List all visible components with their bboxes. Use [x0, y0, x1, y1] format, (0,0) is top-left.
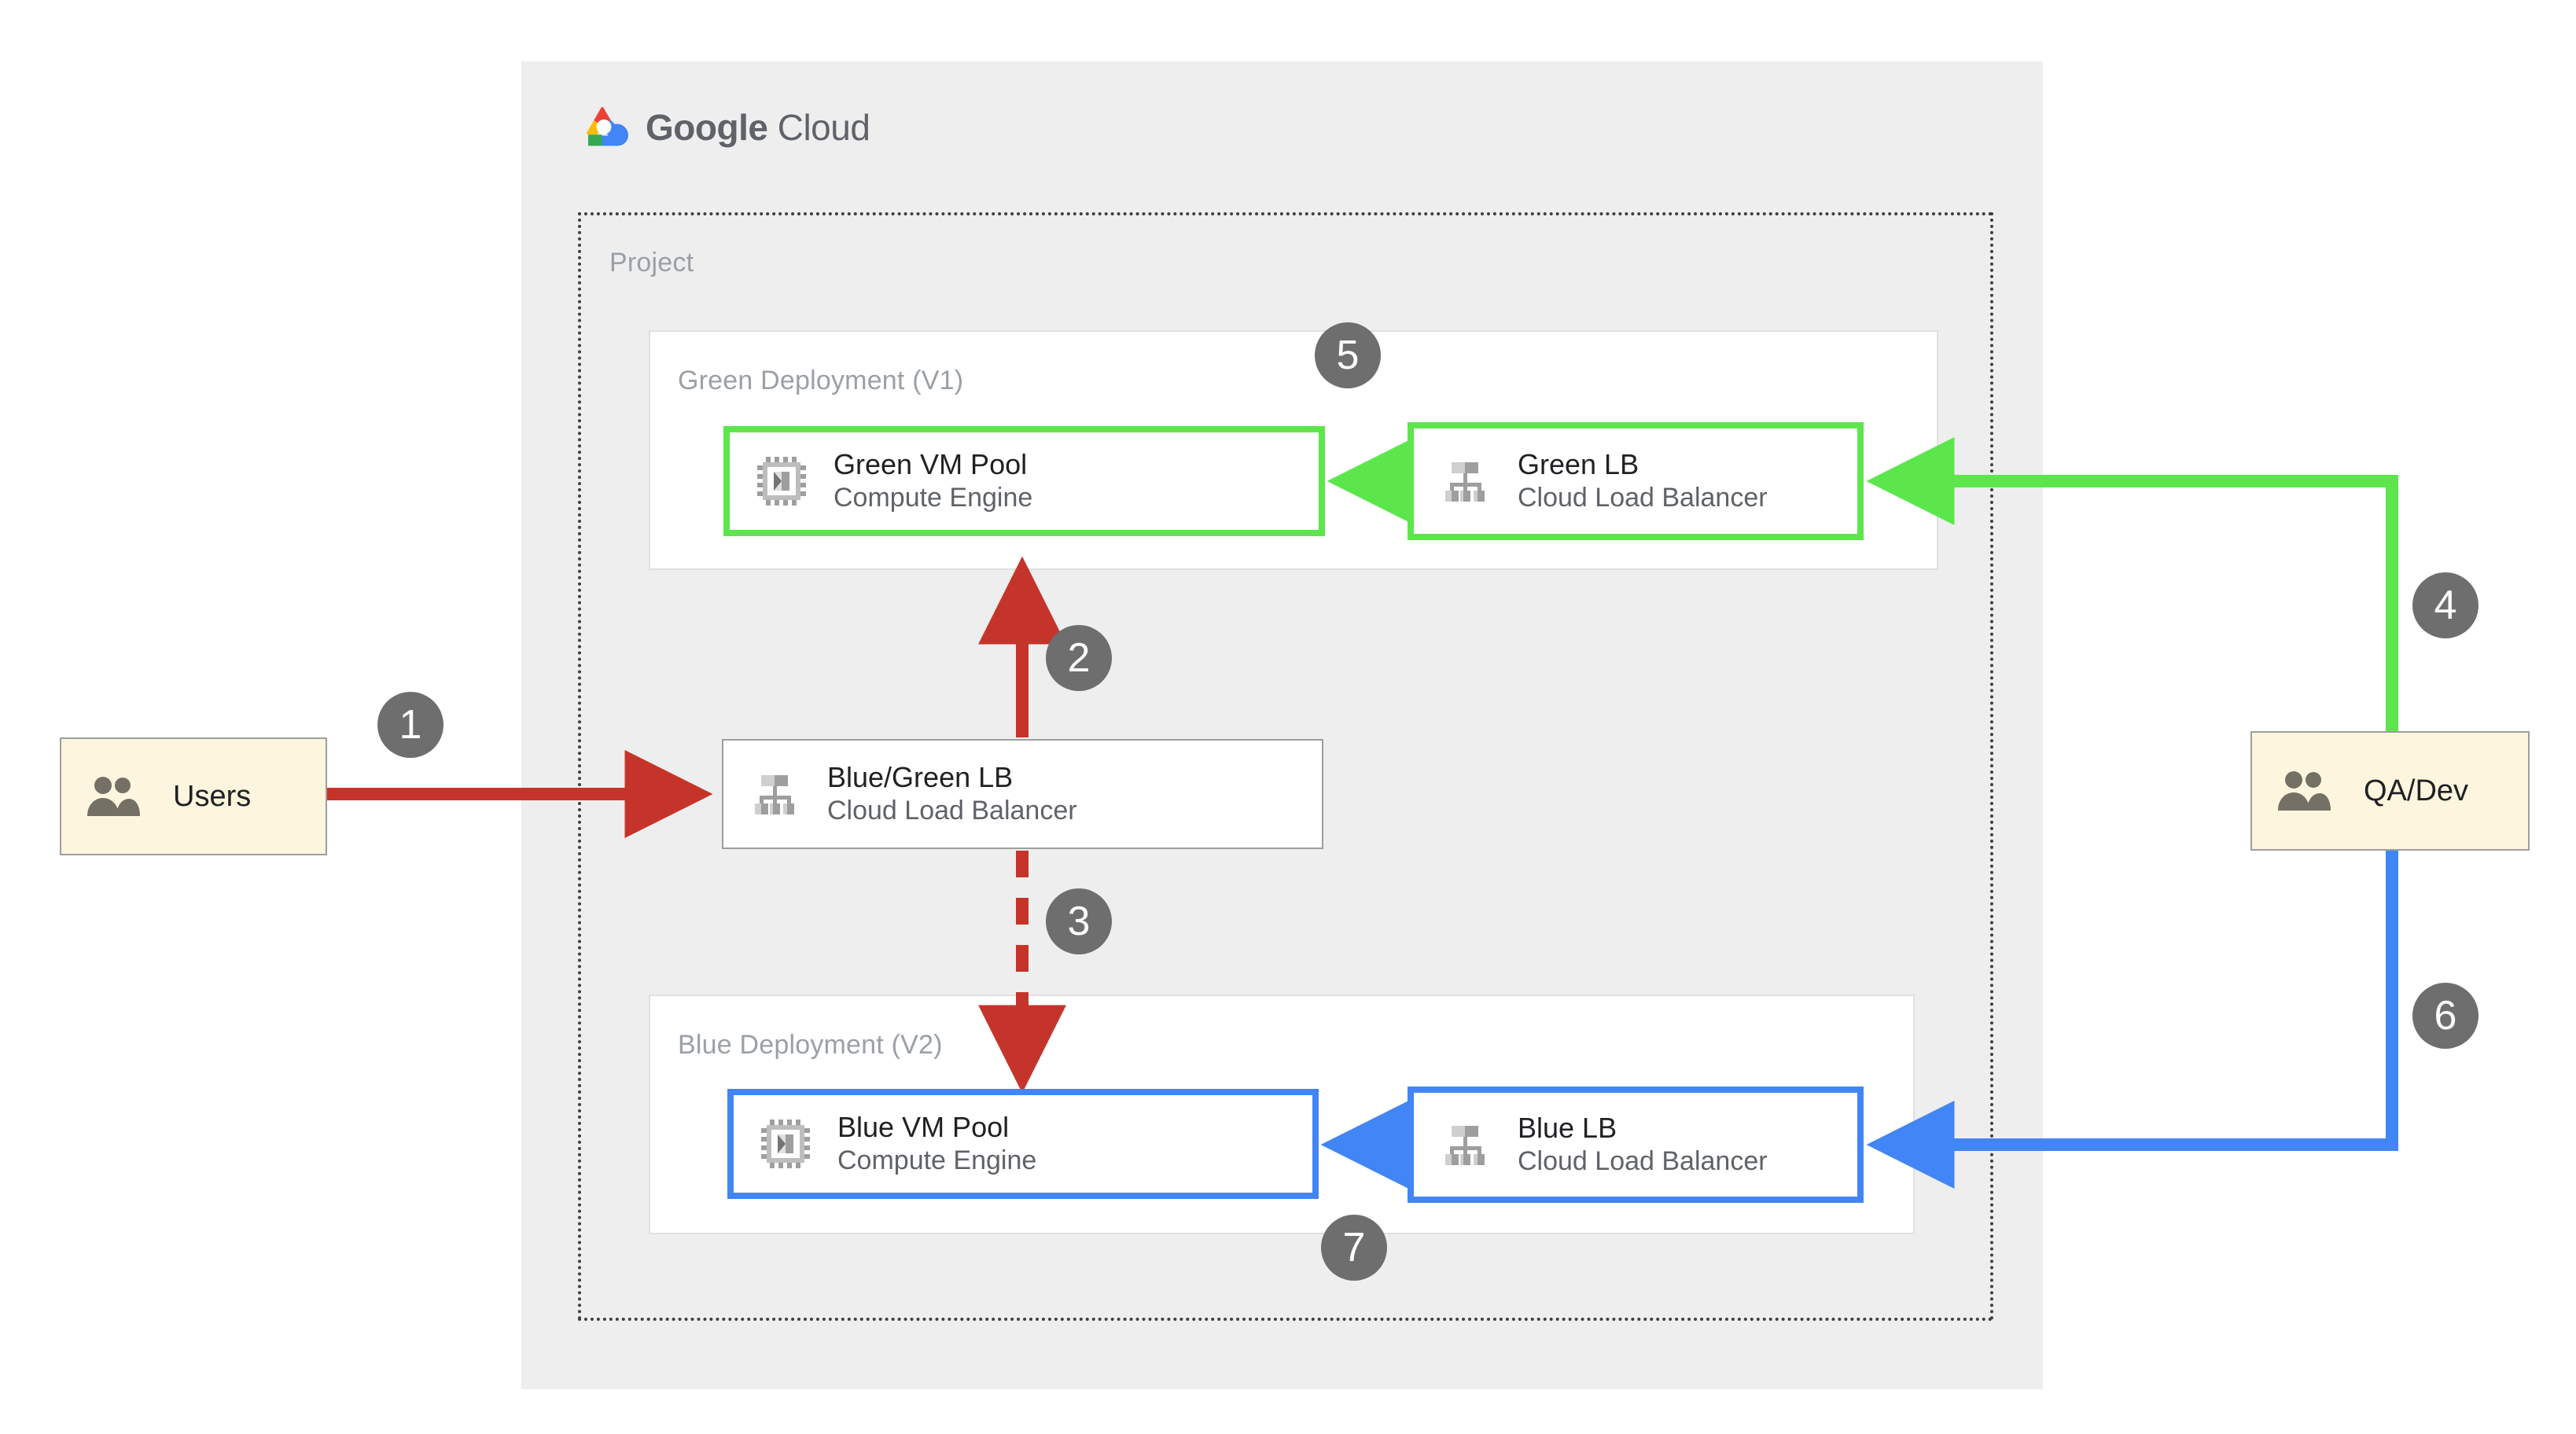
node-blue-green-lb[interactable]: Blue/Green LB Cloud Load Balancer	[722, 739, 1323, 849]
people-icon	[2278, 771, 2331, 811]
actor-users[interactable]: Users	[60, 737, 327, 855]
blue-deployment-label: Blue Deployment (V2)	[678, 1030, 943, 1060]
node-blue-vm-pool[interactable]: Blue VM Pool Compute Engine	[727, 1089, 1319, 1199]
step-badge-3: 3	[1046, 888, 1112, 954]
actor-qa-dev[interactable]: QA/Dev	[2250, 731, 2530, 851]
compute-engine-icon	[757, 457, 806, 506]
green-deployment-label: Green Deployment (V1)	[678, 366, 964, 395]
node-subtitle: Cloud Load Balancer	[827, 796, 1077, 826]
node-subtitle: Cloud Load Balancer	[1518, 483, 1768, 513]
node-subtitle: Cloud Load Balancer	[1518, 1146, 1768, 1177]
cloud-load-balancer-icon	[755, 775, 794, 814]
node-title: Blue VM Pool	[837, 1111, 1010, 1144]
google-cloud-logo-icon	[587, 107, 628, 146]
step-badge-7: 7	[1321, 1215, 1387, 1281]
node-green-lb[interactable]: Green LB Cloud Load Balancer	[1408, 422, 1864, 540]
google-cloud-brand: Google Cloud	[578, 106, 870, 149]
cloud-load-balancer-icon	[1445, 462, 1485, 502]
node-title: Blue LB	[1518, 1112, 1617, 1145]
node-subtitle: Compute Engine	[834, 483, 1033, 513]
compute-engine-icon	[761, 1120, 810, 1168]
step-badge-4: 4	[2412, 572, 2478, 638]
brand-word-cloud: Cloud	[777, 107, 870, 148]
people-icon	[87, 777, 140, 816]
actor-label: Users	[173, 779, 252, 813]
project-label: Project	[609, 248, 694, 278]
step-badge-1: 1	[377, 692, 443, 758]
node-blue-lb[interactable]: Blue LB Cloud Load Balancer	[1408, 1087, 1864, 1203]
node-subtitle: Compute Engine	[837, 1145, 1037, 1176]
node-title: Green VM Pool	[834, 448, 1028, 481]
cloud-load-balancer-icon	[1445, 1126, 1485, 1165]
step-badge-5: 5	[1315, 322, 1381, 388]
node-title: Green LB	[1518, 448, 1639, 481]
step-badge-2: 2	[1046, 625, 1112, 691]
actor-label: QA/Dev	[2364, 774, 2469, 807]
node-title: Blue/Green LB	[827, 761, 1014, 794]
node-green-vm-pool[interactable]: Green VM Pool Compute Engine	[723, 426, 1325, 536]
project-container	[578, 212, 1993, 1321]
step-badge-6: 6	[2412, 983, 2478, 1049]
brand-word-google: Google	[646, 107, 768, 148]
